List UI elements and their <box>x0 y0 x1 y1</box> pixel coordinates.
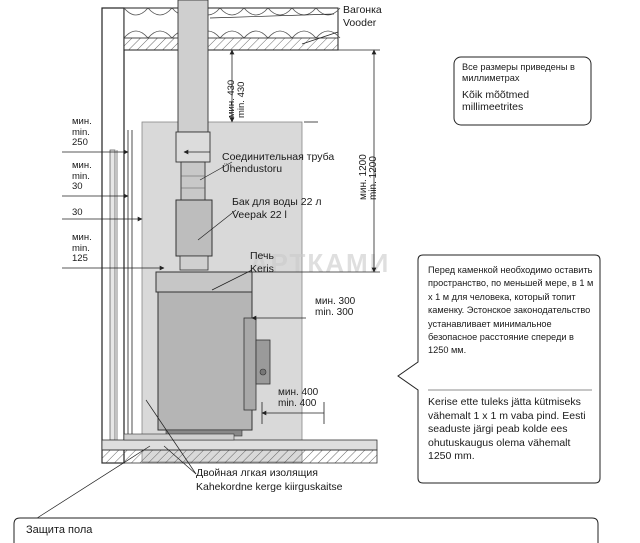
callout-text-ru: Перед каменкой необходимо оставить прост… <box>428 265 594 356</box>
units-note-ru: Все размеры приведены в миллиметрах <box>462 62 578 83</box>
watermark: АРТКАМИ <box>250 248 391 278</box>
label-pipe-ru: Соединительная труба <box>222 151 335 163</box>
label-insulation-ru: Двойная лгкая изолящия <box>196 467 318 479</box>
dim-top-pipe: мин. 430 min. 430 <box>226 79 247 118</box>
dim-height: мин. 1200 min. 1200 <box>358 154 379 200</box>
tank-connector <box>179 255 209 271</box>
water-tank <box>175 199 213 257</box>
leader-lines <box>33 13 339 521</box>
units-note-et: Kõik mõõtmed millimeetrites <box>462 89 533 113</box>
label-vagonka-et: Vooder <box>343 17 377 29</box>
label-stove-et: Keris <box>250 263 274 275</box>
dim-side-250: мин. min. 250 <box>72 116 92 148</box>
label-insulation-et: Kahekordne kerge kiirguskaitse <box>196 481 343 493</box>
dim-front-300: мин. 300 min. 300 <box>315 296 356 318</box>
dim-front-400: мин. 400 min. 400 <box>278 387 319 409</box>
callout-box <box>397 254 601 484</box>
floor <box>101 433 378 464</box>
stove <box>155 271 271 437</box>
chimney-pipe <box>175 0 211 201</box>
label-tank-et: Veepak 22 l <box>232 209 287 221</box>
label-tank-ru: Бак для воды 22 л <box>232 196 322 208</box>
label-stove-ru: Печь <box>250 250 274 262</box>
dim-side-125: мин. min. 125 <box>72 232 92 264</box>
dim-side-30b: 30 <box>72 207 83 218</box>
dimension-lines <box>62 49 380 424</box>
dim-side-30a: мин. min. 30 <box>72 160 92 192</box>
callout-text-et: Kerise ette tuleks jätta kütmiseks vähem… <box>428 396 589 463</box>
label-vagonka-ru: Вагонка <box>343 4 382 16</box>
label-floor-protection: Защита пола <box>26 524 93 536</box>
label-pipe-et: Ühendustoru <box>222 163 283 175</box>
units-note-box <box>453 56 592 126</box>
floor-protection-box <box>13 517 599 543</box>
